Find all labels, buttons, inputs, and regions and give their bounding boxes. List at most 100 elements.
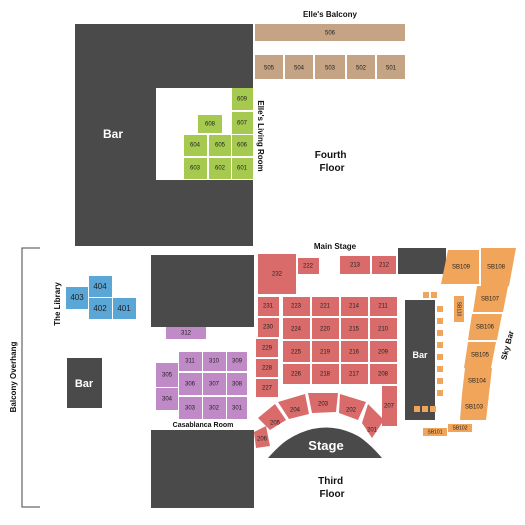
- section-506[interactable]: [255, 24, 405, 41]
- table-1[interactable]: [423, 292, 429, 298]
- section-404[interactable]: [89, 276, 112, 297]
- main-sections: [254, 254, 397, 448]
- section-SB106[interactable]: [468, 314, 502, 340]
- section-227[interactable]: [256, 379, 278, 397]
- section-222[interactable]: [298, 258, 319, 274]
- section-302[interactable]: [203, 397, 226, 419]
- section-228[interactable]: [256, 359, 278, 377]
- table-4[interactable]: [437, 318, 443, 324]
- section-223[interactable]: [283, 297, 310, 316]
- section-225[interactable]: [283, 341, 310, 362]
- section-601[interactable]: [232, 158, 253, 179]
- section-204[interactable]: [278, 394, 309, 419]
- section-SB105[interactable]: [464, 342, 496, 368]
- section-SB109[interactable]: [441, 250, 479, 284]
- section-208[interactable]: [370, 364, 397, 384]
- section-217[interactable]: [341, 364, 368, 384]
- section-305[interactable]: [156, 363, 178, 387]
- section-232[interactable]: [258, 254, 296, 294]
- label-222: 222: [303, 264, 314, 270]
- section-212[interactable]: [372, 256, 396, 274]
- section-SB104[interactable]: [462, 368, 492, 394]
- section-504[interactable]: [285, 55, 313, 79]
- section-306[interactable]: [179, 373, 202, 395]
- label-SB110: SB110: [456, 302, 462, 317]
- section-309[interactable]: [227, 352, 247, 371]
- section-403[interactable]: [66, 287, 88, 309]
- section-608[interactable]: [198, 115, 222, 133]
- table-5[interactable]: [437, 330, 443, 336]
- section-303[interactable]: [179, 397, 202, 419]
- section-SB101[interactable]: [423, 428, 447, 436]
- section-602[interactable]: [209, 158, 231, 179]
- section-308[interactable]: [227, 373, 247, 395]
- section-202[interactable]: [339, 394, 366, 420]
- section-SB103[interactable]: [460, 394, 489, 420]
- section-311[interactable]: [179, 352, 202, 371]
- section-301[interactable]: [227, 397, 247, 419]
- label-229: 229: [262, 346, 273, 352]
- label-227: 227: [262, 386, 273, 392]
- section-205[interactable]: [258, 404, 286, 430]
- section-307[interactable]: [203, 373, 226, 395]
- label-SB106: SB106: [476, 325, 495, 331]
- label-SB104: SB104: [468, 379, 487, 385]
- section-221[interactable]: [312, 297, 339, 316]
- section-210[interactable]: [370, 318, 397, 339]
- section-207[interactable]: [382, 386, 397, 426]
- section-203[interactable]: [308, 393, 338, 413]
- table-3[interactable]: [437, 306, 443, 312]
- table-13[interactable]: [430, 406, 436, 412]
- section-310[interactable]: [203, 352, 226, 371]
- section-505[interactable]: [255, 55, 283, 79]
- label-230: 230: [263, 325, 274, 331]
- table-6[interactable]: [437, 342, 443, 348]
- section-312[interactable]: [166, 327, 206, 339]
- table-12[interactable]: [422, 406, 428, 412]
- section-604[interactable]: [184, 135, 207, 156]
- section-607[interactable]: [232, 112, 253, 134]
- section-402[interactable]: [89, 298, 112, 319]
- section-226[interactable]: [283, 364, 310, 384]
- section-609[interactable]: [232, 88, 253, 110]
- label-310: 310: [209, 359, 220, 365]
- label-210: 210: [378, 327, 389, 333]
- section-218[interactable]: [312, 364, 339, 384]
- section-231[interactable]: [258, 297, 279, 316]
- table-7[interactable]: [437, 354, 443, 360]
- section-201[interactable]: [362, 404, 384, 438]
- table-11[interactable]: [414, 406, 420, 412]
- section-230[interactable]: [258, 318, 279, 337]
- table-8[interactable]: [437, 366, 443, 372]
- section-304[interactable]: [156, 388, 178, 410]
- section-220[interactable]: [312, 318, 339, 339]
- section-214[interactable]: [341, 297, 368, 316]
- section-SB107[interactable]: [473, 286, 508, 312]
- section-501[interactable]: [377, 55, 405, 79]
- section-603[interactable]: [184, 158, 207, 179]
- section-SB110[interactable]: [454, 296, 464, 322]
- section-401[interactable]: [113, 298, 136, 319]
- table-9[interactable]: [437, 378, 443, 384]
- section-SB108[interactable]: [481, 248, 516, 286]
- label-608: 608: [205, 122, 216, 128]
- label-209: 209: [378, 350, 389, 356]
- section-213[interactable]: [340, 256, 370, 274]
- section-216[interactable]: [341, 341, 368, 362]
- section-606[interactable]: [232, 135, 253, 156]
- section-211[interactable]: [370, 297, 397, 316]
- table-10[interactable]: [437, 390, 443, 396]
- section-229[interactable]: [256, 339, 278, 357]
- section-SB102[interactable]: [448, 424, 472, 432]
- section-215[interactable]: [341, 318, 368, 339]
- section-219[interactable]: [312, 341, 339, 362]
- section-605[interactable]: [209, 135, 231, 156]
- section-224[interactable]: [283, 318, 310, 339]
- table-2[interactable]: [431, 292, 437, 298]
- section-206[interactable]: [254, 426, 270, 448]
- library-sections: [66, 276, 136, 319]
- section-209[interactable]: [370, 341, 397, 362]
- section-503[interactable]: [315, 55, 345, 79]
- label-216: 216: [349, 350, 360, 356]
- section-502[interactable]: [347, 55, 375, 79]
